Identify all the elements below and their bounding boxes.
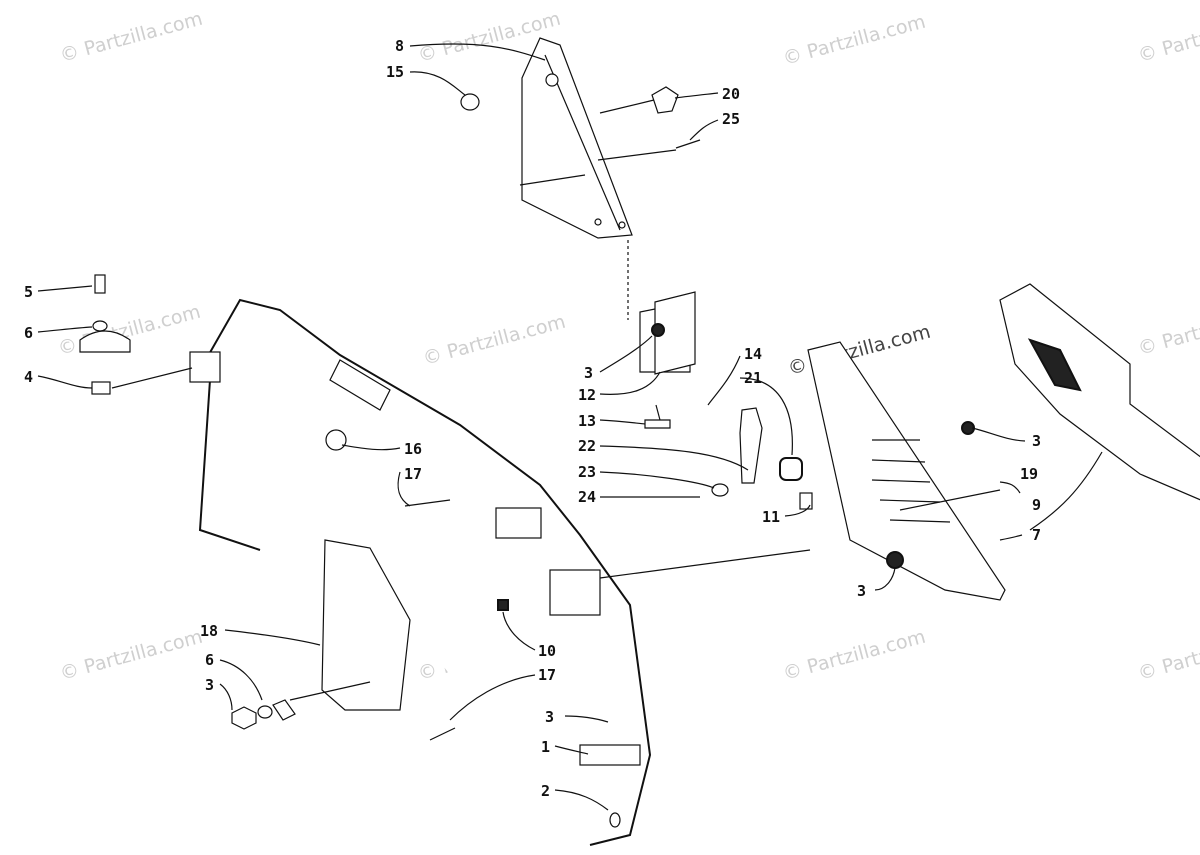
callout-11: 11 bbox=[762, 508, 780, 526]
callout-3: 3 bbox=[1032, 432, 1041, 450]
leader-lines bbox=[37, 43, 1103, 811]
callout-1: 1 bbox=[541, 738, 550, 756]
callout-5: 5 bbox=[24, 283, 33, 301]
callout-7: 7 bbox=[1032, 526, 1041, 544]
callout-24: 24 bbox=[578, 488, 596, 506]
main-frame-bar bbox=[189, 298, 652, 846]
callout-22: 22 bbox=[578, 437, 596, 455]
center-plate bbox=[231, 429, 621, 828]
watermark: © Partzilla.com bbox=[421, 311, 568, 370]
linkage-parts bbox=[676, 407, 803, 498]
callout-14: 14 bbox=[744, 345, 762, 363]
side-panel bbox=[799, 341, 1006, 601]
callout-6: 6 bbox=[24, 324, 33, 342]
callout-10: 10 bbox=[538, 642, 556, 660]
callout-23: 23 bbox=[578, 463, 596, 481]
callout-17: 17 bbox=[538, 666, 556, 684]
callout-6: 6 bbox=[205, 651, 214, 669]
watermark: © Partzilla.com bbox=[1136, 301, 1200, 360]
upper-fasteners bbox=[460, 86, 701, 149]
steering-bracket bbox=[639, 291, 696, 429]
watermark: © Partzilla.com bbox=[58, 626, 205, 685]
callout-8: 8 bbox=[395, 37, 404, 55]
foot-pad bbox=[999, 283, 1200, 501]
callout-25: 25 bbox=[722, 110, 740, 128]
callout-15: 15 bbox=[386, 63, 404, 81]
callout-12: 12 bbox=[578, 386, 596, 404]
callout-18: 18 bbox=[200, 622, 218, 640]
callout-2: 2 bbox=[541, 782, 550, 800]
watermark: © Partzilla.com bbox=[781, 626, 928, 685]
watermark: © Partzilla.com bbox=[1136, 626, 1200, 685]
watermark: © Partzilla.com bbox=[781, 11, 928, 70]
left-fasteners bbox=[79, 274, 131, 395]
callout-20: 20 bbox=[722, 85, 740, 103]
callout-3: 3 bbox=[545, 708, 554, 726]
callout-19: 19 bbox=[1020, 465, 1038, 483]
watermark: © Partzilla.com bbox=[1136, 8, 1200, 67]
callout-13: 13 bbox=[578, 412, 596, 430]
upper-mount-plate bbox=[519, 37, 633, 320]
callout-labels: 8 15 20 25 5 6 4 3 12 13 14 21 22 23 24 … bbox=[24, 37, 1041, 800]
callout-16: 16 bbox=[404, 440, 422, 458]
callout-21: 21 bbox=[744, 369, 762, 387]
callout-9: 9 bbox=[1032, 496, 1041, 514]
callout-4: 4 bbox=[24, 368, 33, 386]
callout-3: 3 bbox=[205, 676, 214, 694]
callout-3: 3 bbox=[857, 582, 866, 600]
callout-17: 17 bbox=[404, 465, 422, 483]
watermark: © Partzilla.com bbox=[58, 8, 205, 67]
callout-3: 3 bbox=[584, 364, 593, 382]
